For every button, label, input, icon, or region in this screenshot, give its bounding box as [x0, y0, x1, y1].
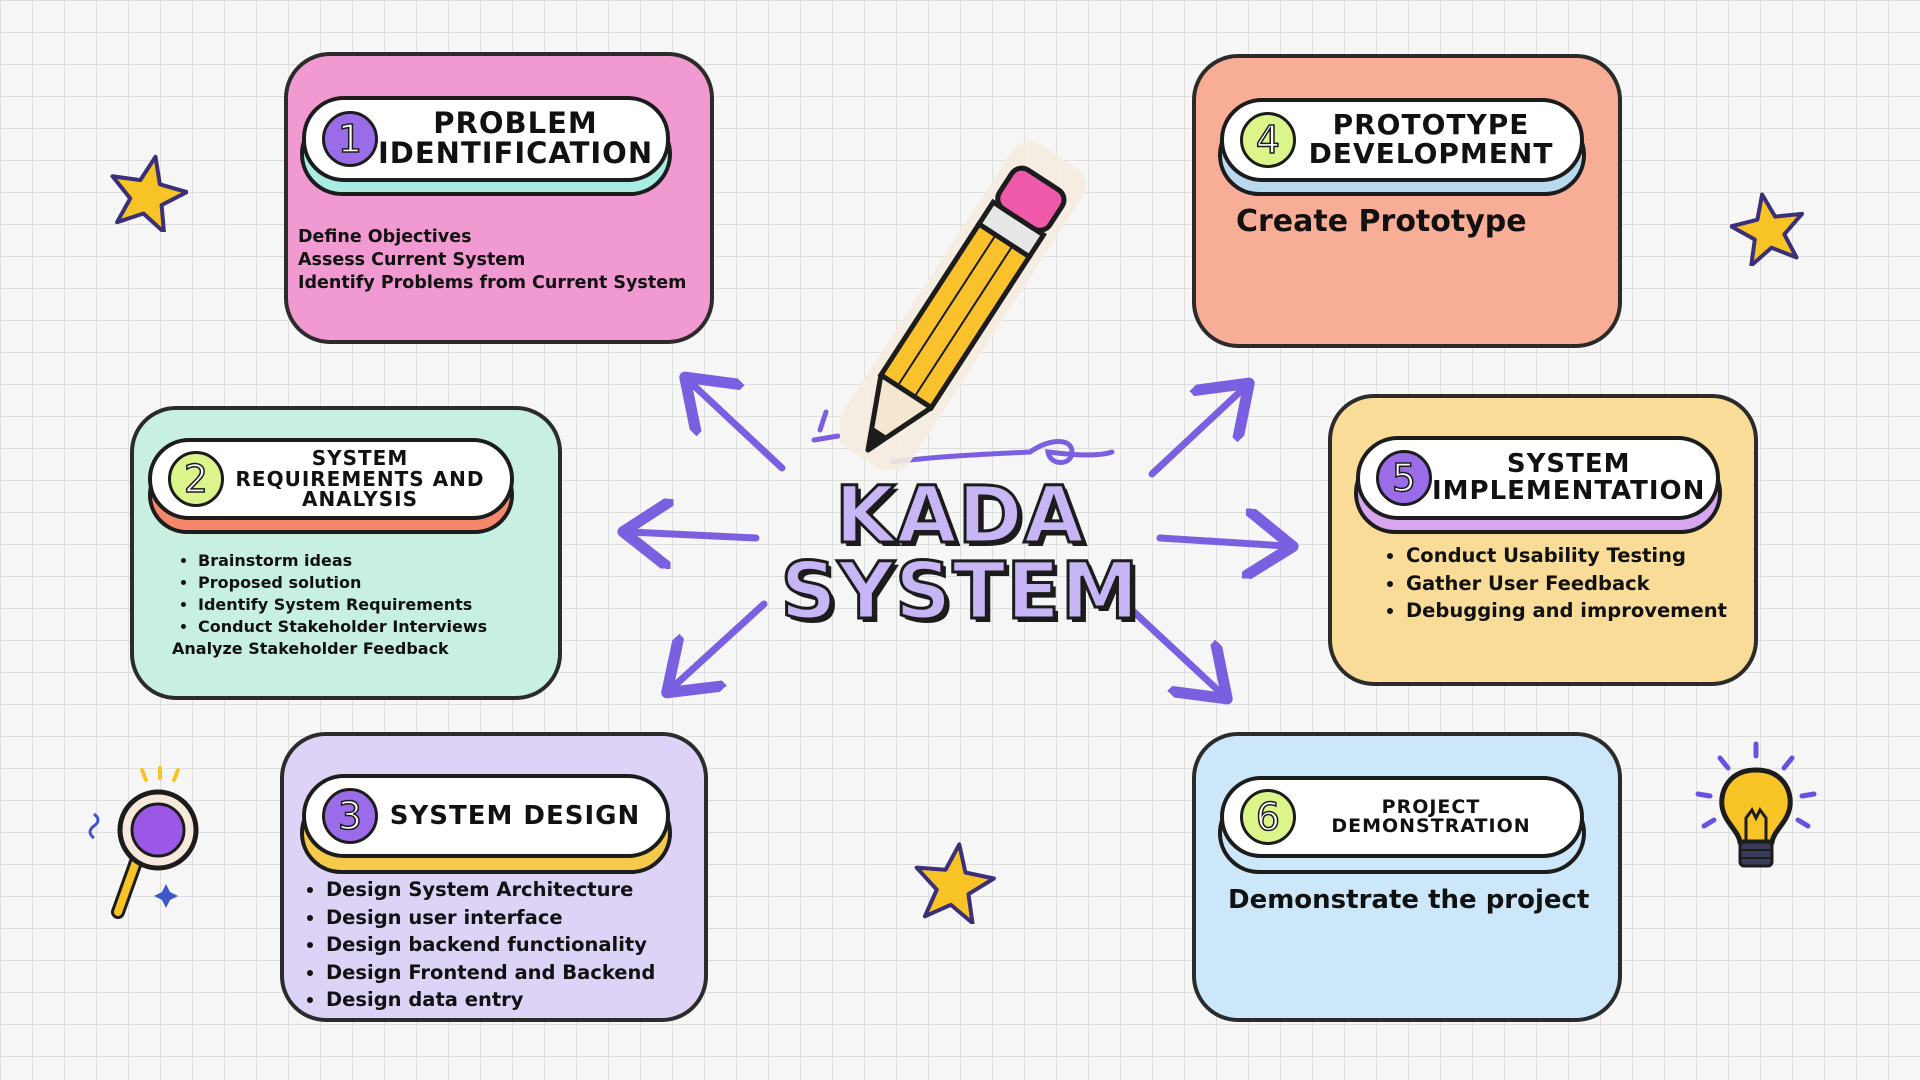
step-title: PROJECT DEMONSTRATION: [1331, 795, 1531, 837]
step-1-content: Define Objectives Assess Current System …: [298, 226, 686, 295]
step-5-content: Conduct Usability Testing Gather User Fe…: [1384, 542, 1727, 625]
step-3-header: 3 SYSTEM DESIGN: [302, 774, 670, 858]
list-item: Identify Problems from Current System: [298, 273, 687, 293]
step-4-header: 4 PROTOTYPE DEVELOPMENT: [1220, 98, 1584, 182]
step-number-badge: 2: [168, 451, 224, 507]
list-item: Proposed solution: [198, 572, 487, 594]
arrow-icon: [630, 532, 760, 538]
list-item: Design data entry: [326, 986, 655, 1014]
magnifier-icon: [88, 766, 199, 919]
arrow-icon: [1148, 388, 1244, 478]
center-title: KADA SYSTEM: [760, 471, 1160, 638]
step-number-badge: 3: [322, 788, 378, 844]
bullet-list: Brainstorm ideas Proposed solution Ident…: [176, 550, 487, 638]
arrow-icon: [690, 382, 786, 472]
step-number-badge: 5: [1376, 450, 1432, 506]
list-item: Assess Current System: [298, 250, 526, 270]
list-item: Design backend functionality: [326, 931, 655, 959]
arrow-icon: [672, 600, 768, 688]
squiggle-line: [889, 439, 1115, 465]
list-item: Design Frontend and Backend: [326, 959, 655, 987]
step-1-header: 1 PROBLEM IDENTIFICATION: [302, 96, 670, 182]
list-item: Gather User Feedback: [1406, 570, 1727, 598]
bullet-list: Conduct Usability Testing Gather User Fe…: [1384, 542, 1727, 625]
star-icon: [914, 842, 996, 924]
list-item: Design System Architecture: [326, 876, 655, 904]
step-6-content: Demonstrate the project: [1228, 885, 1590, 915]
spark-mark: [811, 433, 841, 443]
star-icon: [1730, 192, 1805, 266]
step-title: SYSTEM REQUIREMENTS AND ANALYSIS: [235, 446, 485, 512]
step-number-badge: 4: [1240, 112, 1296, 168]
list-item: Brainstorm ideas: [198, 550, 487, 572]
step-2-extra-line: Analyze Stakeholder Feedback: [172, 639, 449, 658]
step-title: SYSTEM DESIGN: [389, 800, 641, 831]
bullet-list: Design System Architecture Design user i…: [304, 876, 655, 1014]
spark-mark: [817, 409, 829, 433]
arrow-icon: [1156, 538, 1286, 546]
pencil-icon: [840, 141, 1087, 470]
list-item: Conduct Stakeholder Interviews: [198, 616, 487, 638]
list-item: Identify System Requirements: [198, 594, 487, 616]
star-icon: [110, 154, 188, 232]
list-item: Design user interface: [326, 904, 655, 932]
lightbulb-icon: [1695, 741, 1817, 868]
step-title: PROBLEM IDENTIFICATION: [378, 106, 654, 170]
list-item: Define Objectives: [298, 227, 472, 247]
step-number-badge: 1: [322, 111, 378, 167]
center-title-line1: KADA: [834, 471, 1086, 561]
step-6-header: 6 PROJECT DEMONSTRATION: [1220, 776, 1584, 858]
list-item: Conduct Usability Testing: [1406, 542, 1727, 570]
step-title: PROTOTYPE DEVELOPMENT: [1308, 108, 1554, 170]
step-number-badge: 6: [1240, 789, 1296, 845]
step-2-content: Brainstorm ideas Proposed solution Ident…: [176, 550, 487, 638]
center-title-line2: SYSTEM: [779, 547, 1140, 638]
step-title: SYSTEM IMPLEMENTATION: [1432, 449, 1706, 506]
step-4-content: Create Prototype: [1236, 204, 1527, 239]
arrow-icon: [1130, 608, 1222, 694]
list-item: Debugging and improvement: [1406, 597, 1727, 625]
step-3-content: Design System Architecture Design user i…: [304, 876, 655, 1014]
step-5-header: 5 SYSTEM IMPLEMENTATION: [1356, 436, 1720, 520]
step-2-header: 2 SYSTEM REQUIREMENTS AND ANALYSIS: [148, 438, 514, 520]
